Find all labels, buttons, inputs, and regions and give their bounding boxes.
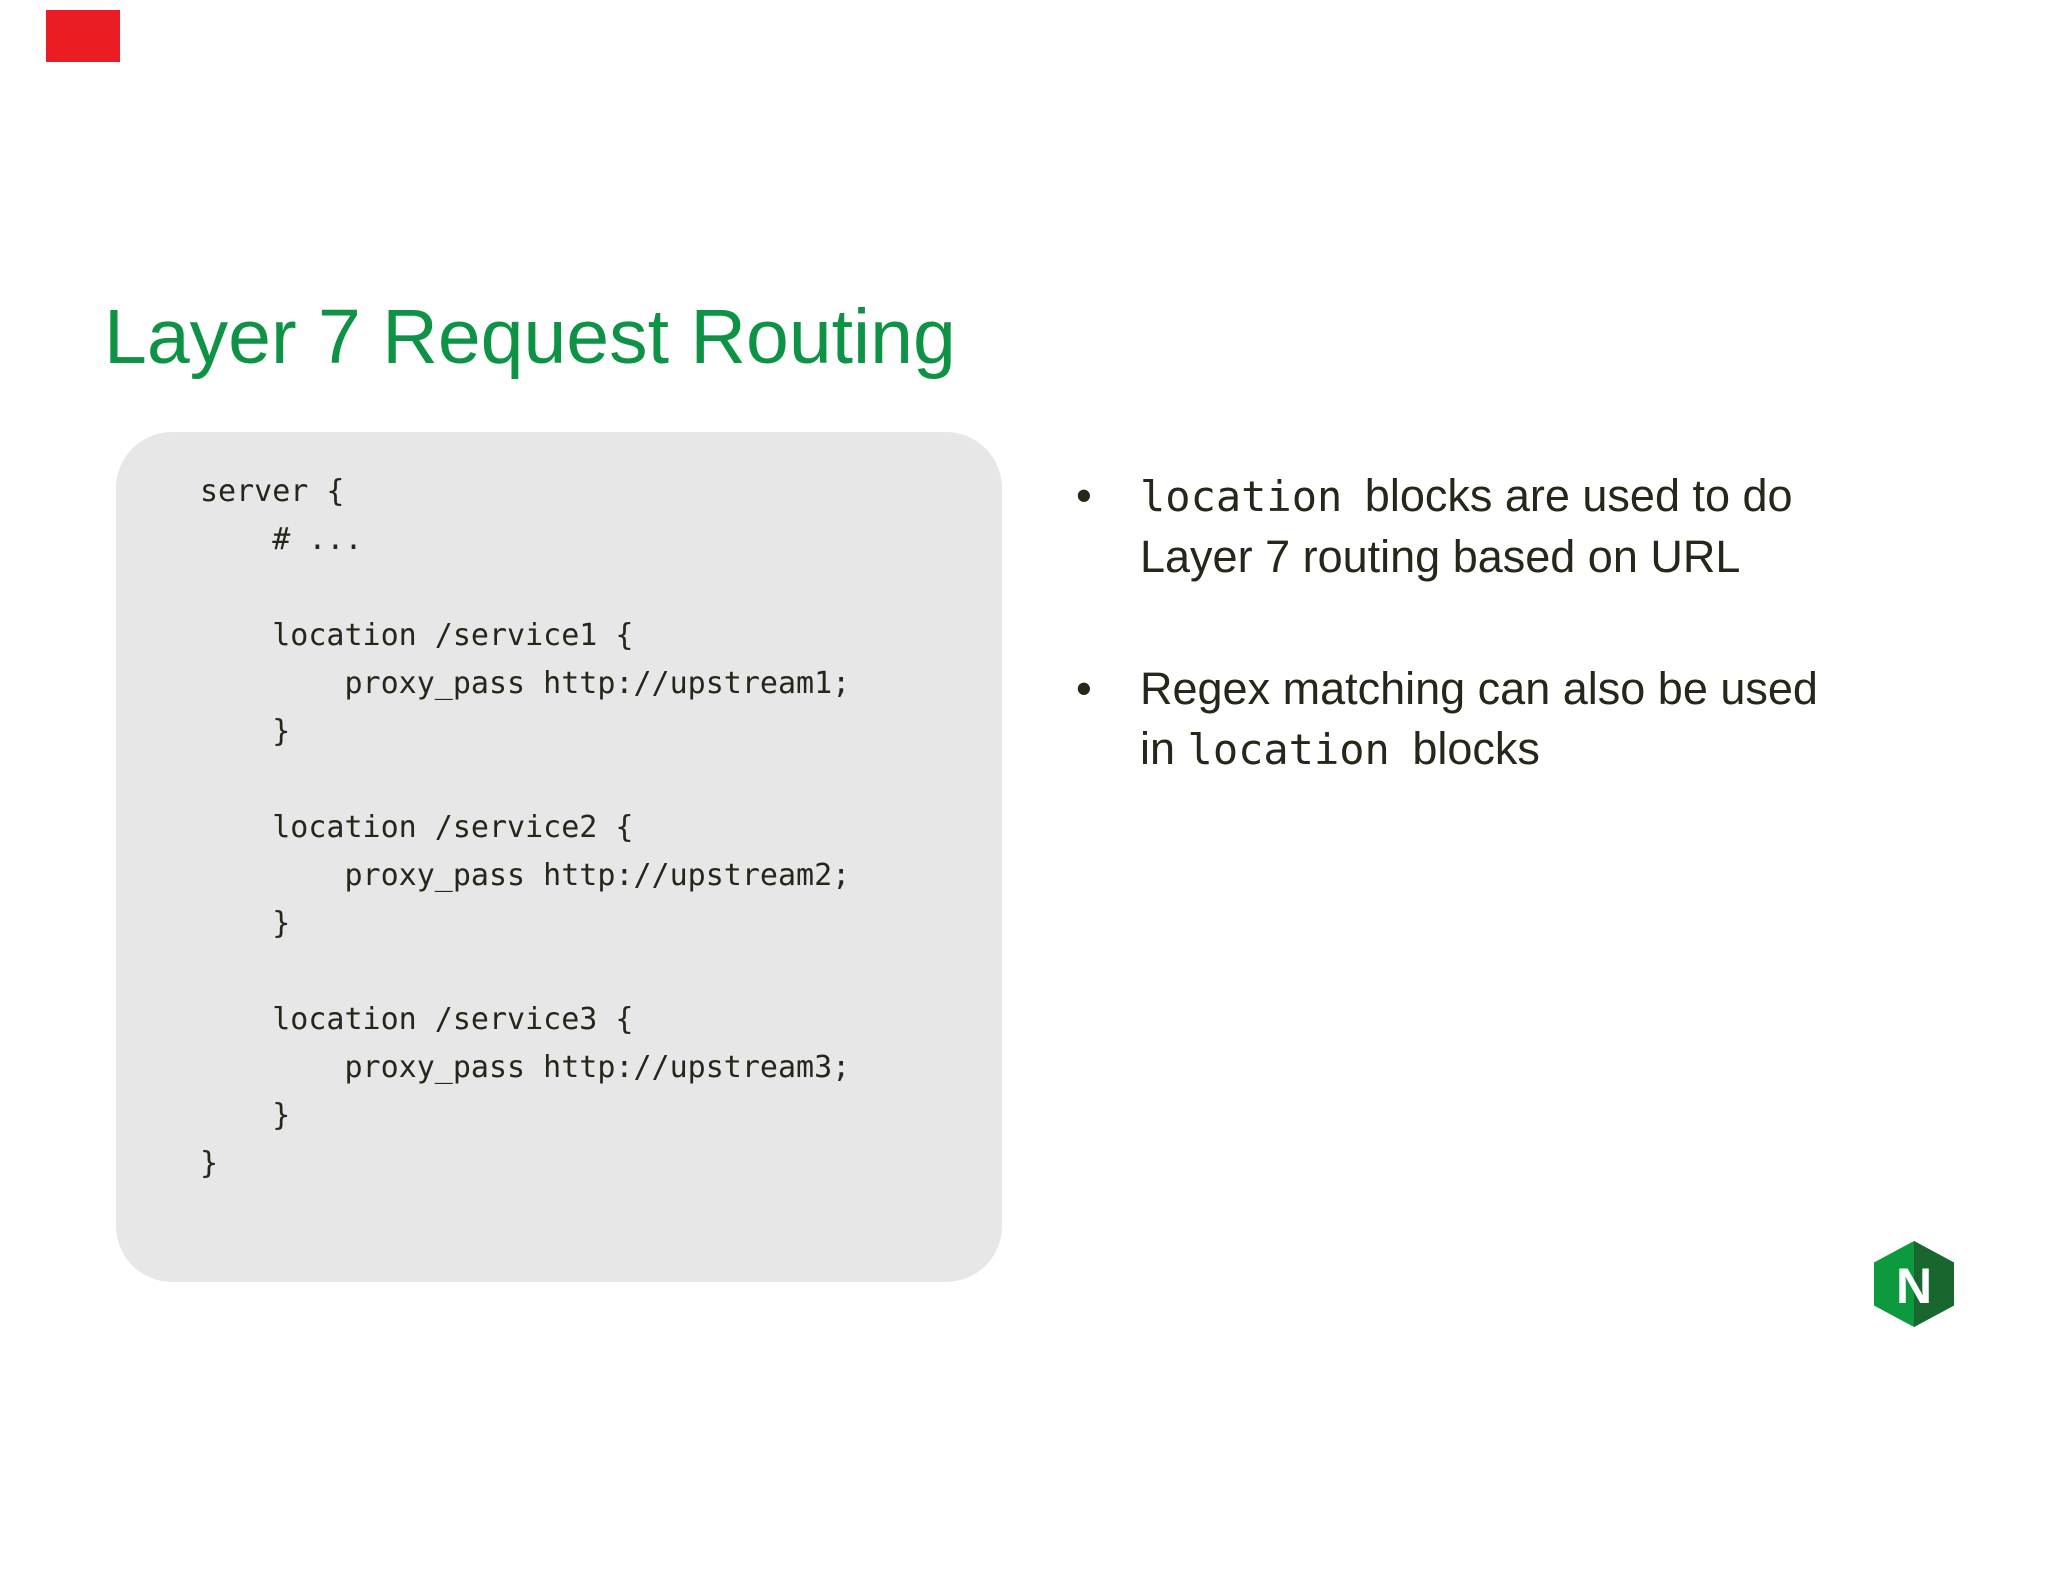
- recording-marker: [46, 10, 120, 62]
- bullet-line: Layer 7 routing based on URL: [1140, 527, 1850, 587]
- bullet-line: in location blocks: [1140, 719, 1850, 780]
- code-term: location: [1140, 472, 1343, 521]
- nginx-logo-letter: N: [1896, 1258, 1932, 1314]
- bullet-line: Regex matching can also be used: [1140, 659, 1850, 719]
- nginx-logo: N: [1874, 1241, 1954, 1327]
- bullet-text: Regex matching can also be used: [1140, 663, 1818, 714]
- nginx-config-code: server { # ... location /service1 { prox…: [200, 474, 851, 1181]
- bullet-text: blocks: [1399, 723, 1540, 774]
- bullet-text: blocks are used to do: [1352, 470, 1793, 521]
- bullet-dot: •: [1076, 663, 1092, 714]
- bullet-line: location blocks are used to do: [1140, 466, 1850, 527]
- code-panel: server { # ... location /service1 { prox…: [116, 432, 1002, 1282]
- code-term: location: [1187, 725, 1390, 774]
- slide-title: Layer 7 Request Routing: [104, 294, 956, 380]
- nginx-hexagon-icon: N: [1874, 1241, 1954, 1327]
- bullet-text: Layer 7 routing based on URL: [1140, 531, 1741, 582]
- bullet-dot: •: [1076, 470, 1092, 521]
- bullet-text: in: [1140, 723, 1188, 774]
